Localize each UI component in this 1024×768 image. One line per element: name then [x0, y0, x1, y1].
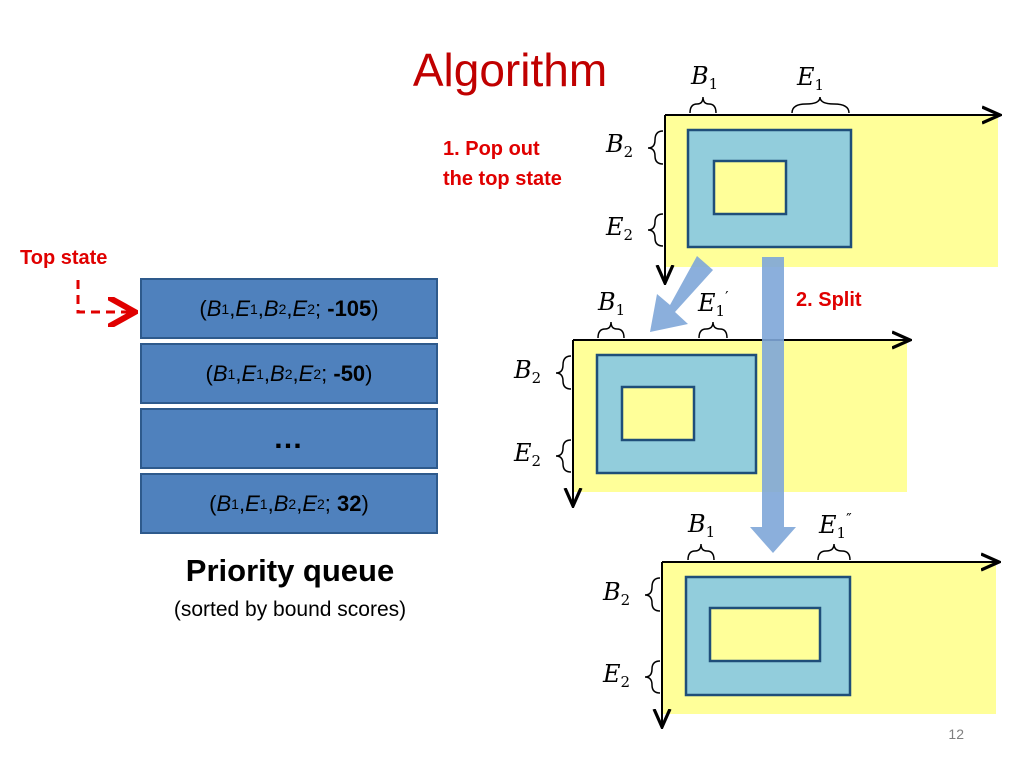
top-state-arrow	[76, 280, 132, 312]
queue-ellipsis: …	[273, 421, 305, 455]
middle-panel-e1-label: E1′	[698, 288, 729, 320]
middle-panel-e2-brace	[555, 439, 572, 473]
bottom-panel-b1-brace	[687, 543, 715, 561]
middle-panel-inner-box	[620, 385, 696, 442]
top-panel-b2-brace	[647, 130, 664, 165]
middle-panel-b1-brace	[597, 321, 625, 339]
middle-panel-b2-brace	[555, 355, 572, 390]
queue-caption: Priority queue	[185, 553, 395, 588]
step1-label-line1: 1. Pop out	[443, 138, 540, 160]
queue-row-ellipsis: …	[140, 408, 438, 469]
middle-panel	[555, 321, 910, 506]
top-state-label: Top state	[20, 247, 108, 269]
top-panel-b1-label: B1	[691, 62, 719, 93]
split-arrow-down	[750, 257, 796, 553]
bottom-panel-e2-label: E2	[603, 660, 631, 691]
top-panel-e1-label: E1	[797, 63, 825, 94]
bottom-panel-b2-label: B2	[603, 578, 631, 609]
middle-panel-e1-brace	[698, 321, 728, 339]
bottom-panel-b2-brace	[644, 577, 661, 612]
step2-label: 2. Split	[796, 289, 862, 311]
step1-label: 1. Pop out the top state	[443, 134, 562, 194]
top-panel-e1-brace	[791, 96, 850, 114]
bottom-panel-e2-brace	[644, 660, 661, 694]
bottom-panel-inner-box	[708, 606, 822, 663]
queue-row-second-score: -50	[333, 360, 366, 386]
queue-row-top-score: -105	[327, 295, 372, 321]
top-panel-e2-label: E2	[606, 213, 634, 244]
split-arrow-left	[650, 256, 713, 332]
top-panel-inner-box	[712, 159, 788, 216]
middle-panel-b2-label: B2	[514, 356, 542, 387]
step1-label-line2: the top state	[443, 168, 562, 190]
queue-subcaption: (sorted by bound scores)	[173, 598, 407, 621]
bottom-panel-e1-label: E1″	[819, 510, 852, 542]
top-panel	[647, 96, 1000, 283]
slide-title: Algorithm	[412, 44, 608, 96]
middle-panel-b1-label: B1	[598, 288, 626, 319]
top-panel-b1-brace	[689, 96, 717, 114]
page-number: 12	[948, 726, 964, 742]
bottom-panel-b1-label: B1	[688, 510, 716, 541]
top-panel-b2-label: B2	[606, 130, 634, 161]
middle-panel-e2-label: E2	[514, 439, 542, 470]
bottom-panel	[644, 543, 999, 727]
top-panel-e2-brace	[647, 213, 664, 247]
queue-row-last-score: 32	[337, 490, 362, 516]
bottom-panel-e1-brace	[817, 543, 851, 561]
